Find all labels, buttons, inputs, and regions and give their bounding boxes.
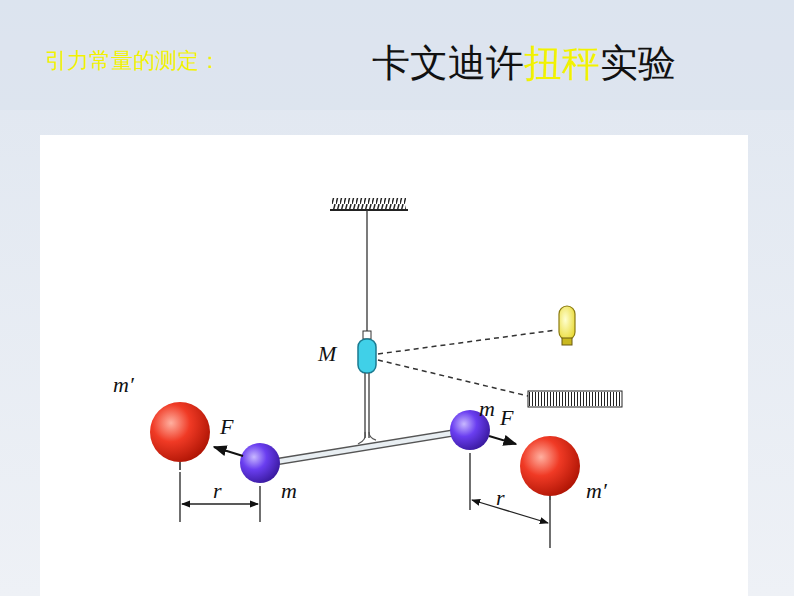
mirror-label: M (318, 343, 336, 365)
distance-label: r (213, 480, 222, 502)
distance-label: r (496, 487, 505, 509)
slide-title: 卡文迪许扭秤实验 (372, 44, 676, 82)
mass-label: m (479, 398, 495, 420)
force-label: F (220, 416, 233, 438)
force-label: F (500, 407, 513, 429)
mass-label: m (281, 480, 297, 502)
subtitle: 引力常量的测定： (45, 50, 221, 72)
mass-label: m′ (586, 480, 607, 502)
mass-label: m′ (113, 374, 134, 396)
